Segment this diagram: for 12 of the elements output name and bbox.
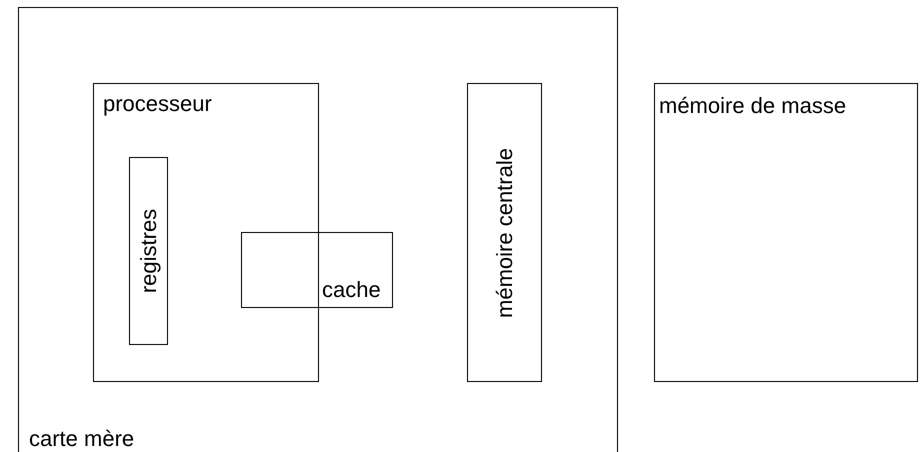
box-label: cache (322, 279, 381, 301)
box-label: registres (138, 208, 160, 294)
box-label: carte mère (29, 428, 134, 450)
memory-box (467, 83, 542, 382)
box-label: processeur (103, 93, 212, 115)
box-label: mémoire de masse (659, 95, 846, 117)
register-box (129, 157, 168, 345)
board-box (18, 7, 618, 452)
box-label: mémoire centrale (494, 148, 516, 318)
storage-box (654, 83, 918, 382)
processor-box (93, 83, 319, 382)
cache-box (241, 232, 393, 308)
